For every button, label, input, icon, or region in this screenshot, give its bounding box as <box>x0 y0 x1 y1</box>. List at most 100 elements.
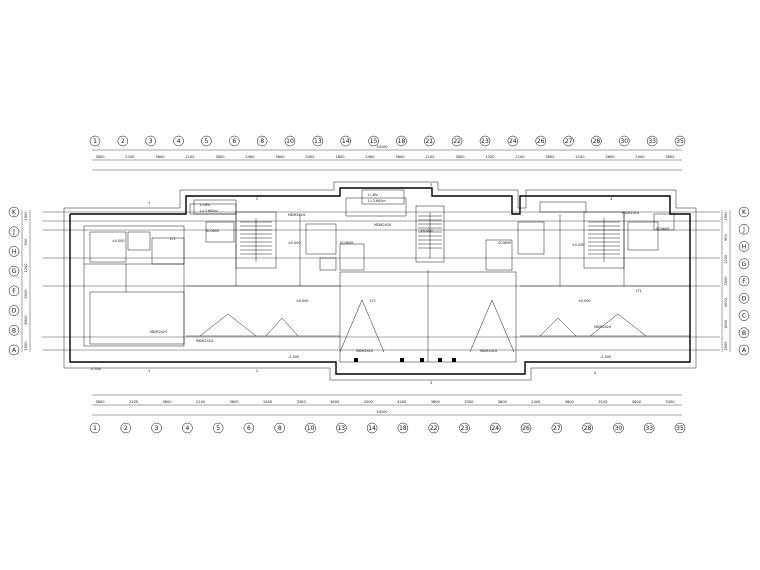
dimension-value: 1500 <box>724 319 728 329</box>
structural-columns <box>354 358 456 362</box>
dimension-value: 2100 <box>515 155 525 159</box>
svg-text:30: 30 <box>615 425 623 432</box>
svg-text:30: 30 <box>620 138 628 145</box>
dimension-value: 3600 <box>330 400 340 404</box>
dimension-value: 3300 <box>464 400 474 404</box>
dimension-value: 3000 <box>724 276 728 286</box>
svg-text:6: 6 <box>247 425 251 432</box>
svg-text:8: 8 <box>278 425 282 432</box>
svg-text:3: 3 <box>149 138 153 145</box>
grid-axis-bubble: 22 <box>428 422 439 434</box>
section-marker: 4 <box>610 197 612 201</box>
dimension-value: 3000 <box>724 297 728 307</box>
section-marker: 1 <box>148 369 150 373</box>
dimension-value: 4200 <box>364 400 374 404</box>
grid-axis-bubble: 35 <box>674 422 686 434</box>
grid-axis-bubble: 33 <box>646 135 658 147</box>
svg-text:K: K <box>12 209 17 216</box>
svg-text:8: 8 <box>260 138 264 145</box>
interior-partitions <box>186 214 690 362</box>
svg-text:F: F <box>742 278 746 285</box>
grid-axis-bubble: 18 <box>396 135 407 147</box>
svg-text:13: 13 <box>314 138 322 145</box>
svg-text:22: 22 <box>453 138 461 145</box>
dimension-value: 3600 <box>498 400 508 404</box>
svg-text:24: 24 <box>509 138 517 145</box>
ramp-note-left: L=8% L=3.600m <box>193 199 237 215</box>
door-label: MDM2424 <box>150 330 167 334</box>
section-marker: 4 <box>594 371 596 375</box>
right-stair-core <box>517 201 675 269</box>
section-marker: 3 <box>430 183 432 187</box>
top-dimension-lines <box>92 149 682 171</box>
grid-axis-bubble: 23 <box>459 422 470 434</box>
grid-axis-bubble: 6 <box>229 135 240 147</box>
dimension-value: 3600 <box>431 400 441 404</box>
grid-row-bubble: A <box>738 344 750 356</box>
grid-axis-bubble: 4 <box>182 422 193 434</box>
svg-text:2: 2 <box>121 138 125 145</box>
grid-axis-bubble: 30 <box>619 135 630 147</box>
grid-axis-bubble: 28 <box>582 422 593 434</box>
grid-axis-bubble: 27 <box>551 422 563 434</box>
svg-text:4: 4 <box>185 425 189 432</box>
door-label: MDM2424 <box>356 349 373 353</box>
svg-text:5: 5 <box>205 138 209 145</box>
elevation-label: -0.300 <box>288 355 299 359</box>
dimension-value: 3300 <box>665 400 675 404</box>
dimension-value: 1500 <box>724 341 728 351</box>
grid-axis-bubble: 1 <box>89 422 101 434</box>
door-label: MDM2424 <box>594 325 611 329</box>
grid-row-bubble: D <box>738 293 750 304</box>
elevation-label: ±0.000 <box>112 239 125 243</box>
grid-axis-bubble: 22 <box>451 135 463 147</box>
dimension-value: 3600 <box>455 155 465 159</box>
svg-text:L=3.600m: L=3.600m <box>200 209 218 213</box>
svg-text:L=8%: L=8% <box>200 203 211 207</box>
svg-text:2: 2 <box>124 425 128 432</box>
svg-text:J: J <box>12 229 15 236</box>
stair-label-mid: LT2 <box>370 299 376 303</box>
grid-axis-bubble: 15 <box>368 135 379 147</box>
dimension-value: 3600 <box>632 400 642 404</box>
grid-row-bubble: C <box>738 310 750 321</box>
left-dimension-lines <box>21 210 31 352</box>
dimension-value: 3600 <box>395 155 405 159</box>
grid-axis-bubble: 35 <box>674 135 686 147</box>
grid-axis-bubble: 2 <box>117 135 129 147</box>
left-unit <box>83 225 185 347</box>
svg-text:14: 14 <box>342 138 350 145</box>
dimension-value: 2100 <box>425 155 435 159</box>
dimension-value: 1200 <box>724 254 728 264</box>
grid-axis-bubble: 5 <box>212 422 224 434</box>
svg-text:18: 18 <box>398 138 406 145</box>
svg-text:18: 18 <box>399 425 407 432</box>
dimension-value: 3600 <box>545 155 555 159</box>
grid-axis-bubble: 33 <box>643 422 655 434</box>
svg-text:L=3.600m: L=3.600m <box>368 199 386 203</box>
svg-text:5: 5 <box>216 425 220 432</box>
svg-text:35: 35 <box>676 138 684 145</box>
svg-text:6: 6 <box>232 138 236 145</box>
door-label: MDM2424 <box>480 349 497 353</box>
dimension-value: 2400 <box>365 155 375 159</box>
section-marker: 2 <box>256 369 258 373</box>
grid-axis-bubble: 13 <box>336 422 347 434</box>
grid-axis-bubble: 10 <box>305 422 316 434</box>
grid-row-bubble: H <box>8 246 20 257</box>
grid-row-bubble: G <box>8 265 20 277</box>
bay-window-triangles <box>199 299 647 353</box>
dimension-value: 1500 <box>24 341 28 351</box>
dimension-value: 3600 <box>215 155 225 159</box>
dimension-value: 3600 <box>230 400 240 404</box>
grid-axis-bubble: 23 <box>479 135 491 147</box>
center-stair-treads <box>418 212 442 258</box>
overall-dimension-top: 34100 <box>376 145 388 149</box>
ramp-note-center: L=8% L=3.600m <box>361 189 405 205</box>
dimension-value: 3600 <box>565 400 575 404</box>
grid-axis-bubble: 8 <box>256 135 268 147</box>
